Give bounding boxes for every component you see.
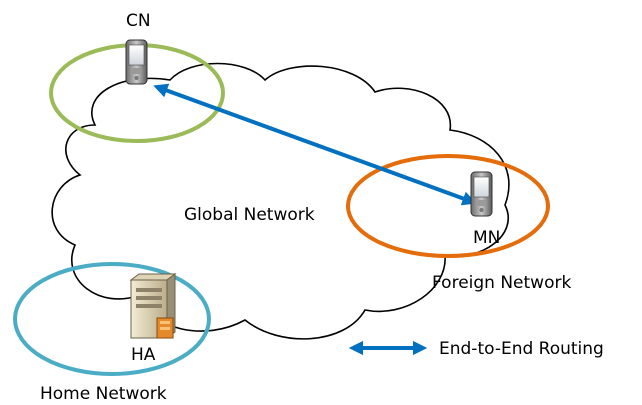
legend-label: End-to-End Routing [439, 339, 604, 359]
mn-label: MN [473, 228, 500, 248]
global-network-cloud [51, 62, 510, 340]
cn-label: CN [126, 11, 151, 31]
ha-label: HA [131, 345, 156, 365]
mobile-phone-icon [125, 39, 148, 85]
mobile-phone-icon [470, 171, 493, 217]
home-network-ring [13, 262, 211, 376]
server-icon [129, 273, 177, 339]
global-network-label: Global Network [184, 205, 315, 225]
foreign-network-label: Foreign Network [432, 273, 571, 293]
home-network-label: Home Network [40, 384, 167, 404]
end-to-end-routing-arrow [153, 83, 477, 206]
